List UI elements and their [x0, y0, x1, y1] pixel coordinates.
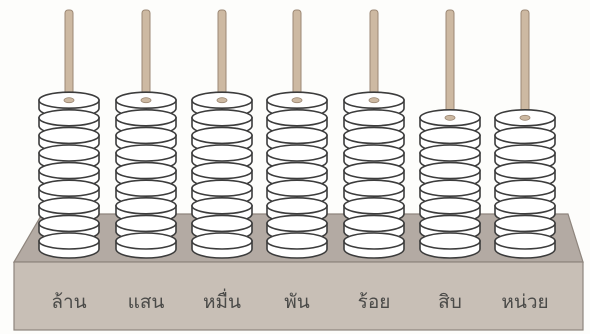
bead [267, 233, 327, 258]
abacus-rod-7 [495, 10, 555, 258]
rod-hole [141, 98, 151, 103]
place-label-6: สิบ [438, 291, 462, 313]
rod-hole [445, 115, 455, 120]
rod-hole [369, 98, 379, 103]
bead [344, 233, 404, 258]
place-label-5: ร้อย [358, 291, 391, 313]
bead [39, 233, 99, 258]
abacus-rods [39, 10, 555, 258]
abacus-rod-2 [116, 10, 176, 258]
rod-hole [64, 98, 74, 103]
abacus-rod-4 [267, 10, 327, 258]
rod-hole [217, 98, 227, 103]
bead [192, 233, 252, 258]
bead [420, 233, 480, 258]
abacus-rod-6 [420, 10, 480, 258]
place-label-2: แสน [128, 291, 165, 313]
bead [116, 233, 176, 258]
rod-hole [292, 98, 302, 103]
place-label-3: หมื่น [203, 288, 241, 313]
place-label-1: ล้าน [51, 291, 86, 313]
bead [495, 233, 555, 258]
place-label-4: พัน [284, 291, 310, 313]
place-label-7: หน่วย [501, 291, 548, 313]
rod-hole [520, 115, 530, 120]
abacus-rod-5 [344, 10, 404, 258]
abacus-rod-1 [39, 10, 99, 258]
abacus-rod-3 [192, 10, 252, 258]
